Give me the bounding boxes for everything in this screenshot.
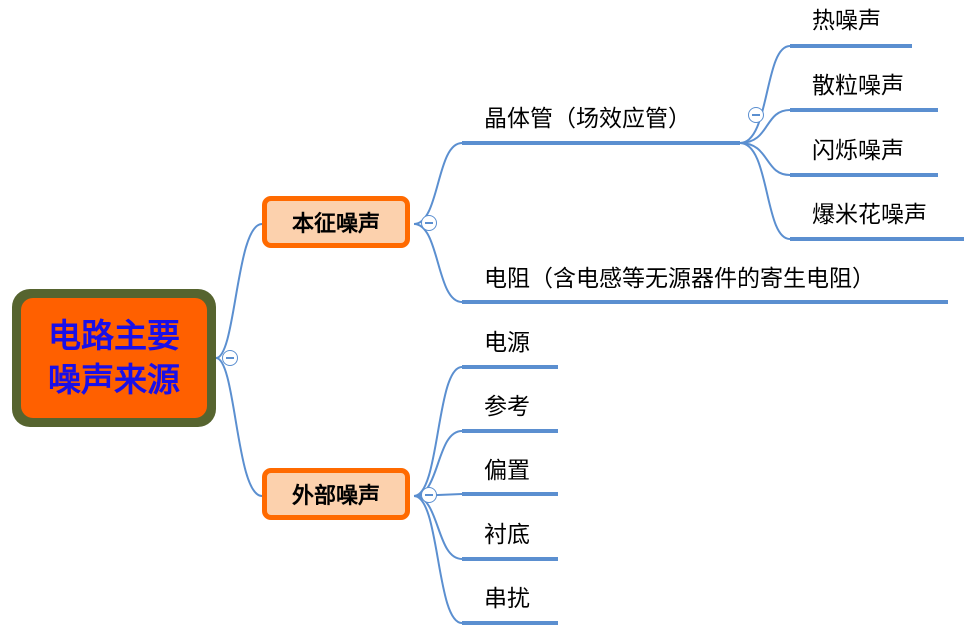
branch-label-intrinsic: 本征噪声 xyxy=(291,212,380,237)
node-reference[interactable]: 参考 xyxy=(484,394,530,420)
collapse-transistor-icon[interactable] xyxy=(748,107,764,123)
node-substrate[interactable]: 衬底 xyxy=(484,522,530,548)
branch-label-external: 外部噪声 xyxy=(291,484,380,509)
root-node-label: 电路主要 噪声来源 xyxy=(48,316,180,399)
node-transistor[interactable]: 晶体管（场效应管） xyxy=(484,106,691,132)
connector-intrinsic-transistor xyxy=(413,142,463,225)
connector-intrinsic-resistor xyxy=(413,223,463,303)
node-thermal-noise[interactable]: 热噪声 xyxy=(812,8,881,34)
connector-root-intrinsic xyxy=(215,223,263,359)
connector-external-power xyxy=(413,366,463,497)
connector-transistor-flicker xyxy=(739,142,791,176)
connector-external-crosstalk xyxy=(413,495,463,624)
node-popcorn-noise[interactable]: 爆米花噪声 xyxy=(812,202,927,228)
connector-external-reference xyxy=(413,430,463,497)
node-flicker-noise[interactable]: 闪烁噪声 xyxy=(812,138,904,164)
branch-node-intrinsic[interactable]: 本征噪声 xyxy=(262,196,410,248)
node-crosstalk[interactable]: 串扰 xyxy=(484,586,530,612)
branch-node-external[interactable]: 外部噪声 xyxy=(262,468,410,520)
connector-transistor-thermal xyxy=(739,45,791,144)
node-power-supply[interactable]: 电源 xyxy=(484,330,530,356)
node-shot-noise[interactable]: 散粒噪声 xyxy=(812,73,904,99)
collapse-external-icon[interactable] xyxy=(421,487,437,503)
root-node-fill: 电路主要 噪声来源 xyxy=(21,298,207,418)
connector-transistor-shot xyxy=(739,109,791,144)
collapse-root-icon[interactable] xyxy=(222,350,238,366)
connector-root-external xyxy=(215,357,263,497)
collapse-intrinsic-icon[interactable] xyxy=(421,215,437,231)
root-node[interactable]: 电路主要 噪声来源 xyxy=(12,289,216,427)
connector-external-substrate xyxy=(413,495,463,560)
node-bias[interactable]: 偏置 xyxy=(484,458,530,484)
node-resistor[interactable]: 电阻（含电感等无源器件的寄生电阻） xyxy=(484,266,875,292)
connector-transistor-popcorn xyxy=(739,142,791,240)
